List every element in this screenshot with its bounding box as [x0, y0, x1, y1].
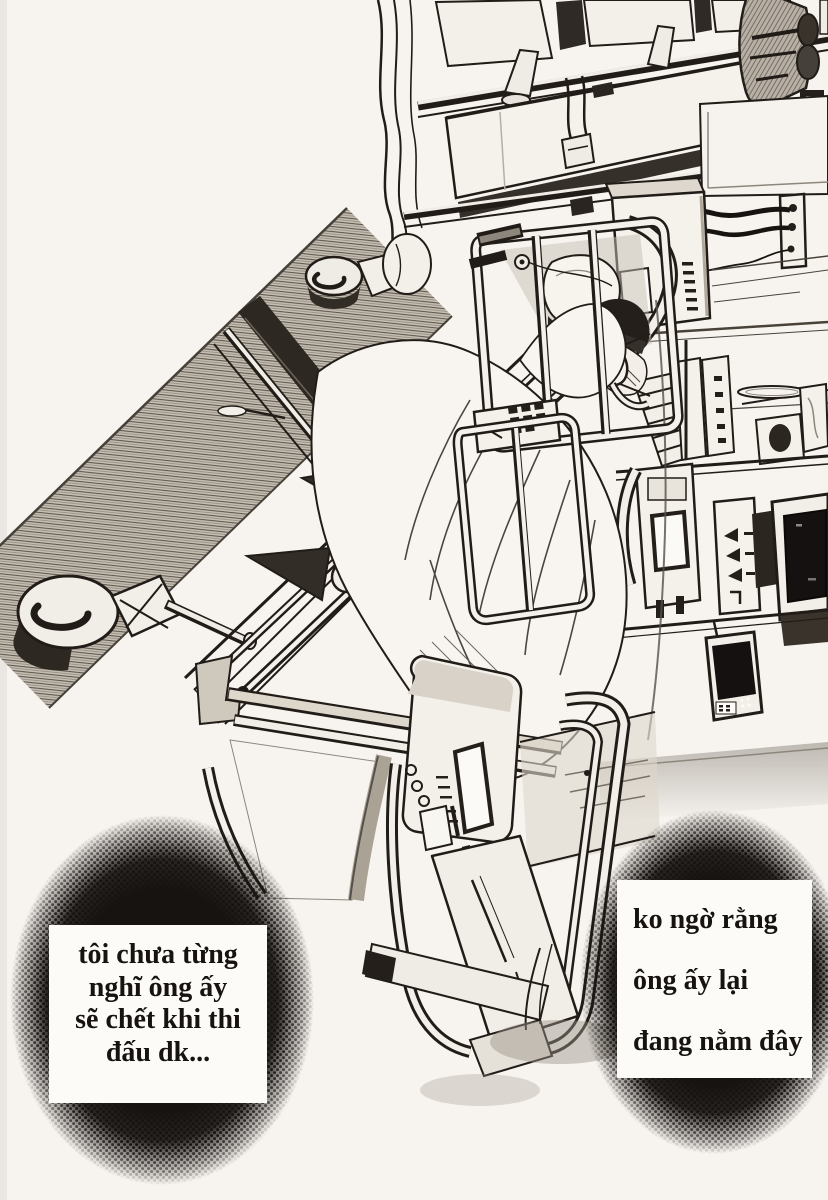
speech-left-line-2: nghĩ ông ấy: [88, 971, 228, 1003]
speech-left-line-3: sẽ chết khi thi: [75, 1004, 241, 1036]
wall-monitor: [752, 492, 828, 646]
speech-box-right: ko ngờ rằng ông ấy lại đang nằm đây: [617, 880, 812, 1078]
wall-switch-panel: [754, 412, 806, 466]
slim-control-panels: [674, 340, 736, 462]
speech-left-line-4: đấu dk...: [105, 1036, 211, 1068]
round-stool-large: [13, 574, 257, 671]
head-side-rail-frame: [468, 216, 684, 453]
arrow-button-panel: [712, 496, 762, 616]
floor-machine: [615, 462, 702, 618]
long-rail-low: [615, 608, 828, 639]
speech-right-line-2: ông ấy lại: [633, 965, 749, 996]
speech-box-left: tôi chưa từng nghĩ ông ấy sẽ chết khi th…: [49, 925, 267, 1103]
kidney-dish-shelf: [737, 382, 828, 454]
wall-lamp: [738, 0, 828, 132]
speech-right-line-3: đang nằm đây: [633, 1026, 803, 1057]
speech-left-line-1: tôi chưa từng: [78, 939, 238, 970]
mid-side-rail-frame: [452, 412, 596, 626]
curtain-folds: [376, 0, 432, 295]
speech-right-line-1: ko ngờ rằng: [633, 904, 778, 935]
hanging-display: [704, 621, 764, 722]
footboard-control-unit: [362, 654, 631, 1106]
headwall-panel: [698, 94, 828, 198]
